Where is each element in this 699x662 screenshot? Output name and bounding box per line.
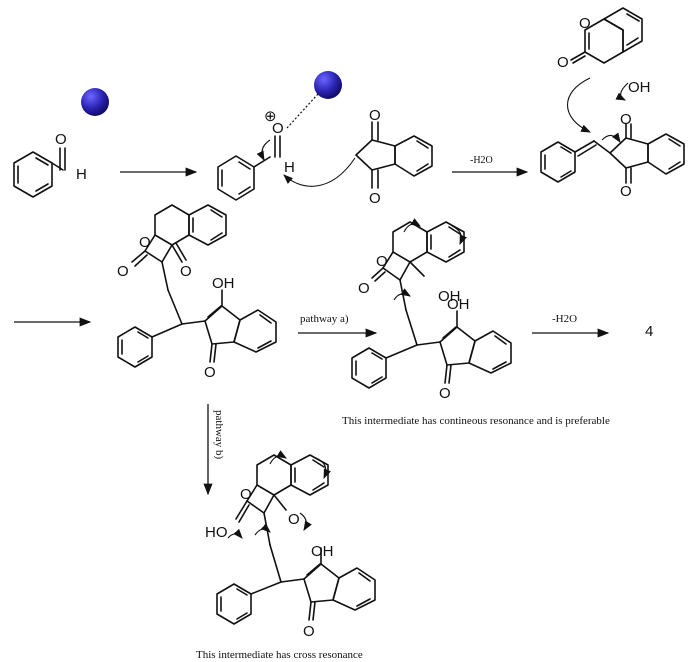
resonance-arrow-b1 — [269, 450, 287, 465]
coumarin-carbonyl-oxygen: O — [557, 54, 569, 71]
enol-arrow — [615, 82, 629, 101]
resonance-arrow-a3 — [393, 288, 411, 301]
activated-benzaldehyde-structure — [217, 93, 319, 201]
nucleophilic-attack-arrow — [283, 157, 356, 187]
benzaldehyde-structure — [13, 147, 66, 198]
product-label: 4 — [645, 323, 653, 340]
pathway-b-label: pathway b) — [213, 410, 225, 460]
adduct-hydroxyl: OH — [212, 275, 235, 292]
michael-attack-arrow — [566, 77, 591, 133]
indanedione-structure — [355, 121, 433, 189]
int-a-indenone-oxygen: O — [439, 385, 451, 402]
michael-adduct-structure — [117, 204, 277, 368]
water-loss-label-1: -H2O — [470, 155, 493, 166]
adduct-oxygen-bottom: O — [620, 183, 632, 200]
int-b-hydroxyl: HO — [205, 524, 228, 541]
resonance-arrow-a1 — [403, 218, 421, 233]
resonance-arrow-b5 — [254, 523, 271, 536]
activated-oxygen-label: O — [272, 120, 284, 137]
adduct-indenone-oxygen: O — [204, 364, 216, 381]
int-a-hydroxyl: OH — [438, 288, 461, 305]
coumarin-hydroxyl: OH — [628, 79, 651, 96]
adduct-electron-arrow — [601, 132, 621, 143]
adduct-keto-oxygen: O — [180, 263, 192, 280]
int-a-indenone-hydroxyl: OH — [447, 296, 470, 313]
electron-push-arrow — [256, 139, 271, 161]
pathway-b-intermediate-structure — [216, 454, 376, 625]
activated-hydrogen-label: H — [284, 159, 295, 176]
positive-charge-label: ⊕ — [264, 108, 277, 125]
aldehyde-oxygen-label: O — [55, 131, 67, 148]
catalyst-sphere-icon — [314, 71, 342, 99]
pathway-b-note: This intermediate has cross resonance — [196, 649, 363, 661]
pathway-a-intermediate-structure — [351, 221, 512, 389]
resonance-arrow-b3 — [299, 512, 312, 531]
hydroxycoumarin-structure — [570, 7, 643, 64]
indanedione-oxygen-bottom: O — [369, 190, 381, 207]
int-b-indenone-oxygen: O — [303, 623, 315, 640]
int-a-ring-oxygen: O — [376, 253, 388, 270]
arylidene-indanedione-structure — [540, 123, 685, 184]
adduct-ring-oxygen: O — [139, 234, 151, 251]
resonance-arrow-b4 — [227, 528, 243, 539]
indanedione-oxygen-top: O — [369, 107, 381, 124]
int-a-lactone-oxygen: O — [358, 280, 370, 297]
pathway-a-note: This intermediate has contineous resonan… — [342, 415, 610, 427]
adduct-lactone-oxygen: O — [117, 263, 129, 280]
aldehyde-hydrogen-label: H — [76, 166, 87, 183]
resonance-arrow-a2 — [451, 225, 467, 246]
catalyst-sphere-icon — [81, 88, 109, 116]
pathway-a-label: pathway a) — [300, 313, 349, 325]
adduct-oxygen-top: O — [620, 111, 632, 128]
coumarin-ring-oxygen: O — [579, 15, 591, 32]
int-b-keto-oxygen: O — [288, 511, 300, 528]
int-b-ring-oxygen: O — [240, 486, 252, 503]
int-b-indenone-hydroxyl: OH — [311, 543, 334, 560]
resonance-arrow-b2 — [315, 457, 332, 480]
water-loss-label-2: -H2O — [552, 313, 577, 325]
